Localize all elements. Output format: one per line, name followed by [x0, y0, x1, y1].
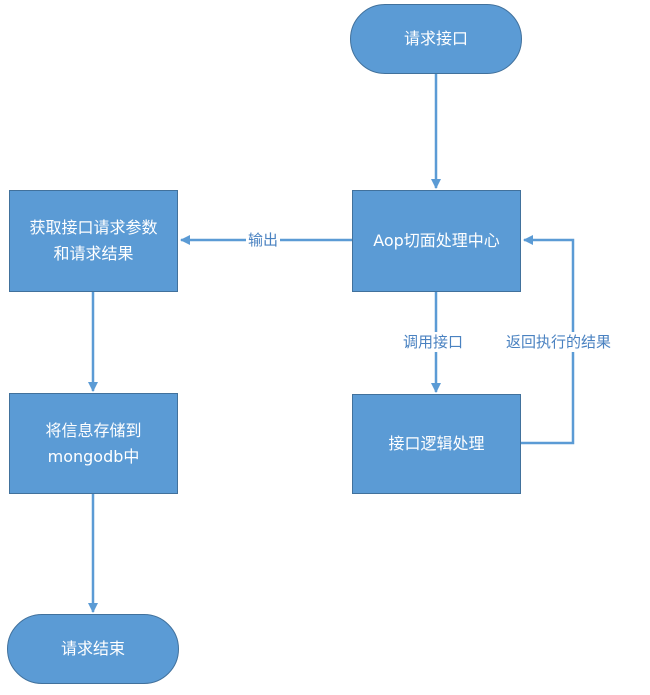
start-node-label: 请求接口	[403, 29, 468, 48]
end-node-label: 请求结束	[60, 639, 125, 658]
store-node: 将信息存储到 mongodb中	[9, 393, 178, 494]
aop-center-node: Aop切面处理中心	[352, 190, 521, 292]
get-params-label-line1: 获取接口请求参数	[29, 218, 158, 237]
edge-label-call: 调用接口	[401, 332, 466, 352]
aop-center-label: Aop切面处理中心	[373, 231, 500, 250]
get-params-label-line2: 和请求结果	[53, 244, 134, 263]
edge-label-output: 输出	[246, 230, 281, 250]
end-node: 请求结束	[7, 614, 179, 684]
get-params-node: 获取接口请求参数 和请求结果	[9, 190, 178, 292]
store-label-line1: 将信息存储到	[45, 420, 142, 440]
logic-node-label: 接口逻辑处理	[388, 434, 485, 453]
start-node: 请求接口	[350, 4, 522, 74]
edge-label-return-result: 返回执行的结果	[506, 332, 612, 352]
logic-node: 接口逻辑处理	[352, 394, 521, 494]
store-label-line2: mongodb中	[47, 446, 140, 466]
